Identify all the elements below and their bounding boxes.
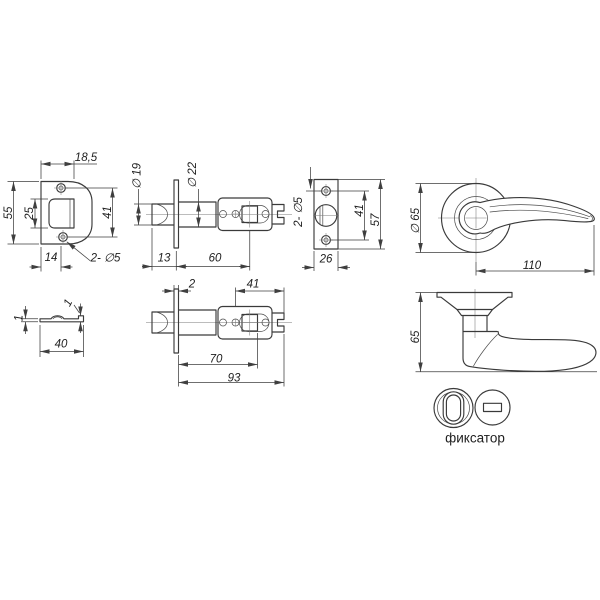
- rose-side-outline: [436, 291, 513, 333]
- dim-text-height: 55: [3, 206, 15, 219]
- body-hole-1: [219, 318, 227, 327]
- lever-neck-centermark: [465, 207, 487, 229]
- latch-body: [217, 305, 273, 340]
- dim-text-lip: 1: [62, 297, 76, 308]
- extension-lines: [134, 189, 251, 271]
- strike-plate-cutout: [48, 198, 75, 229]
- emergency-release-slot: [482, 402, 503, 413]
- dim-text-cutout: 25: [24, 207, 36, 221]
- latch-faceplate: [173, 288, 180, 354]
- latch-faceplate: [173, 179, 180, 249]
- body-hole-2-centermark: [231, 210, 240, 218]
- dim-text-tube-dia: ∅ 22: [187, 161, 199, 188]
- strike-side-bump-inner: [52, 316, 63, 320]
- view-latch-front: ∅ 19 ∅ 22 13 60: [132, 161, 292, 271]
- view-handle-top: ∅ 65 110: [410, 178, 595, 276]
- dim-text-width: 26: [319, 254, 333, 266]
- dim-text-top-width: 18,5: [75, 152, 98, 164]
- latch-body: [217, 197, 273, 232]
- thumbturn-icon: [433, 387, 474, 429]
- leader-holes: [66, 241, 91, 262]
- lever-shoulder-line: [473, 334, 498, 367]
- body-hole-3: [261, 318, 270, 327]
- body-hole-3: [261, 210, 270, 218]
- extension-lines: [21, 304, 84, 357]
- dim-text-thickness: 1: [14, 315, 26, 321]
- latch-bolt-chamfer: [156, 203, 168, 226]
- lever-neck-circle: [464, 206, 488, 230]
- dim-text-total: 93: [228, 373, 241, 385]
- thumbturn-knob-outer: [442, 391, 465, 425]
- extension-lines: [415, 183, 595, 276]
- dim-text-hole-span: 41: [354, 204, 366, 217]
- lever-surface-lines: [489, 204, 593, 221]
- view-latch-side: 2 41 70 93: [146, 279, 292, 387]
- dim-text-length: 110: [523, 260, 542, 272]
- dim-text-head-offset: 13: [158, 253, 171, 265]
- dim-text-rose-dia: ∅ 65: [410, 207, 422, 234]
- dim-text-holes-note: 2- ∅5: [90, 253, 121, 265]
- dim-text-holes-note: 2- ∅5: [293, 196, 305, 227]
- spindle-centermark: [240, 309, 268, 336]
- extension-lines: [7, 160, 118, 272]
- latch-tail: [271, 203, 285, 225]
- dim-text-tail: 41: [247, 279, 260, 291]
- lever-side-outline: [462, 330, 597, 372]
- fixator-label: фиксатор: [445, 431, 505, 446]
- extension-lines: [306, 179, 385, 271]
- dim-text-hole-span: 41: [102, 206, 114, 219]
- dim-text-bolt-dia: ∅ 19: [132, 162, 144, 189]
- dim-text-bottom-width: 14: [45, 252, 58, 264]
- view-handle-side: 65: [410, 289, 597, 373]
- fixator-icons: фиксатор: [433, 387, 511, 446]
- body-hole-1: [219, 210, 227, 218]
- dim-text-backset: 60: [209, 253, 222, 265]
- view-faceplate-front: 2- ∅5 41 57 26: [293, 167, 385, 271]
- emergency-release-icon: [474, 389, 511, 426]
- dim-text-height: 57: [370, 213, 382, 226]
- dim-text-plate-thickness: 2: [188, 279, 196, 291]
- latch-tube: [177, 309, 217, 336]
- thumbturn-knob-inner: [445, 394, 462, 422]
- latch-bolt-head: [151, 203, 175, 226]
- strike-side-outline: [39, 315, 85, 323]
- latch-bolt-chamfer: [156, 311, 168, 334]
- latch-bolt-head: [151, 311, 175, 334]
- spindle-centermark: [240, 201, 268, 228]
- extension-lines: [173, 285, 285, 387]
- view-strike-plate-front: 18,5 55 25 41 14 2- ∅5: [3, 152, 121, 272]
- view-strike-plate-side: 1 1 40: [14, 297, 85, 357]
- extension-lines: [415, 292, 597, 373]
- dim-text-height: 65: [410, 330, 422, 343]
- faceplate-outline: [313, 178, 339, 250]
- latch-tail: [271, 312, 285, 333]
- dim-text-spindle-offset: 70: [210, 354, 223, 366]
- dim-text-width: 40: [55, 339, 68, 351]
- body-hole-2-centermark: [231, 318, 240, 327]
